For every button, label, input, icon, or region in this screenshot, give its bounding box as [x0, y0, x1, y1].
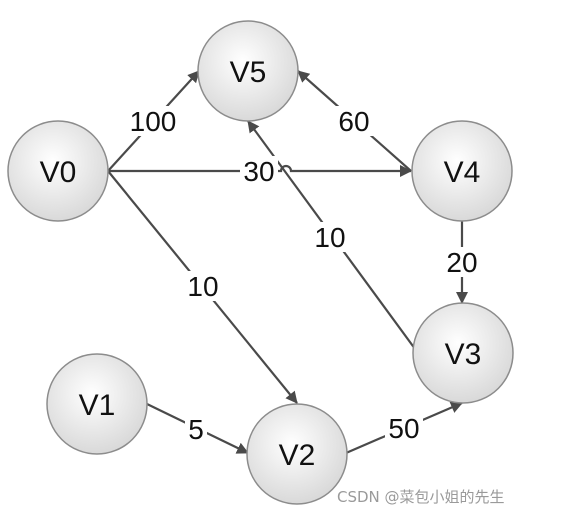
- node-v1: V1: [46, 353, 148, 455]
- edge-weight-labels: 100 30 10 60 20 10 5 50: [126, 106, 481, 445]
- node-v3: V3: [412, 302, 514, 404]
- node-v2: V2: [246, 403, 348, 505]
- edge-weight-background: [240, 156, 278, 186]
- node-label-v2: V2: [279, 439, 316, 472]
- edge-weight-v0-v4: 30: [243, 156, 274, 187]
- node-circle: [197, 20, 299, 122]
- node-v0: V0: [7, 120, 109, 222]
- edge-weight-v0-v2: 10: [187, 271, 218, 302]
- node-label-v5: V5: [230, 56, 267, 89]
- edge-weight-v3-v5: 10: [314, 222, 345, 253]
- edge-weight-v2-v3: 50: [388, 413, 419, 444]
- edge-weight-v0-v5: 100: [130, 106, 177, 137]
- watermark-text: CSDN @菜包小姐的先生: [337, 488, 505, 506]
- node-circle: [46, 353, 148, 455]
- edge-weight-background: [385, 413, 423, 443]
- node-circle: [412, 302, 514, 404]
- edge-weight-background: [126, 106, 180, 136]
- node-v4: V4: [411, 120, 513, 222]
- edge-weight-background: [335, 106, 373, 136]
- edge-weight-background: [311, 222, 349, 252]
- node-circle: [411, 120, 513, 222]
- node-label-v3: V3: [445, 338, 482, 371]
- edge-v0-v4: [108, 164, 412, 177]
- node-circle: [246, 403, 348, 505]
- edge-weight-v4-v5: 60: [338, 106, 369, 137]
- node-label-v0: V0: [40, 156, 77, 189]
- node-circle: [7, 120, 109, 222]
- node-label-v1: V1: [79, 389, 116, 422]
- node-v5: V5: [197, 20, 299, 122]
- edge-weight-v4-v3: 20: [446, 247, 477, 278]
- edge-weight-v1-v2: 5: [188, 414, 204, 445]
- edge-weight-background: [443, 247, 481, 277]
- edge-weight-background: [184, 271, 222, 301]
- node-label-v4: V4: [444, 156, 481, 189]
- edge-weight-background: [185, 414, 207, 444]
